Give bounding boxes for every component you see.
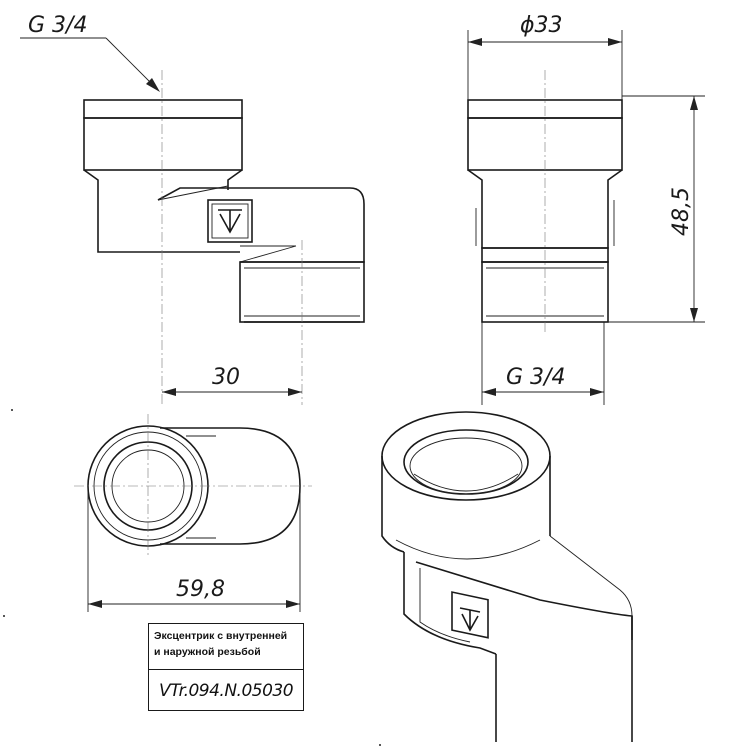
height-dimension: 48,5	[669, 96, 698, 322]
front-view	[83, 70, 365, 405]
height-label: 48,5	[669, 187, 694, 236]
title-block-name: Эксцентрик с внутренней и наружной резьб…	[149, 624, 303, 670]
top-view	[74, 414, 312, 612]
thread-bottom-dimension: G 3/4	[482, 365, 604, 396]
title-block: Эксцентрик с внутренней и наружной резьб…	[148, 623, 304, 711]
title-line-2: и наружной резьбой	[154, 646, 261, 658]
length-label: 59,8	[176, 577, 225, 602]
diameter-label: ϕ33	[520, 13, 563, 38]
diameter-dimension: ϕ33	[468, 13, 622, 46]
side-view	[467, 30, 705, 405]
thread-bottom-label: G 3/4	[506, 365, 565, 390]
title-line-1: Эксцентрик с внутренней	[154, 630, 288, 642]
title-block-code: VTr.094.N.05030	[158, 681, 294, 701]
offset-label: 30	[212, 365, 240, 390]
length-dimension: 59,8	[88, 577, 300, 608]
offset-dimension: 30	[162, 365, 302, 396]
thread-top-label: G 3/4	[28, 13, 87, 38]
thread-top-leader: G 3/4	[20, 13, 160, 92]
isometric-view	[381, 411, 633, 742]
